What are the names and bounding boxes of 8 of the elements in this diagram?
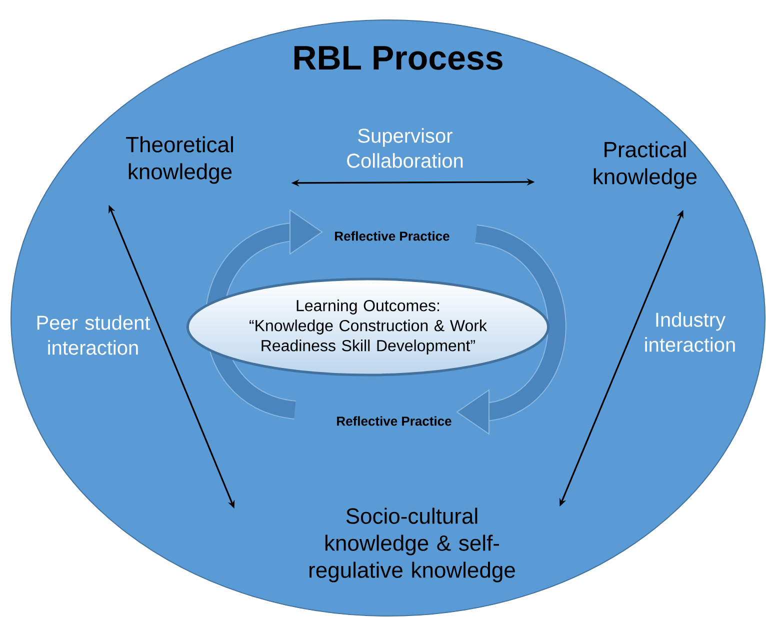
knowledge-text: Theoretical knowledge (126, 136, 233, 184)
cycle-label: Reflective Practice (335, 231, 450, 241)
edge-label: Industry interaction (645, 312, 735, 352)
edge-label: Supervisor Collaboration (347, 128, 463, 168)
cycle-label: Reflective Practice (337, 416, 452, 426)
knowledge-text: Socio-cultural knowledge & self-regulative knowledge (310, 508, 515, 582)
knowledge-text: Practical knowledge (594, 141, 697, 189)
edge-label: Peer student interaction (37, 315, 150, 355)
